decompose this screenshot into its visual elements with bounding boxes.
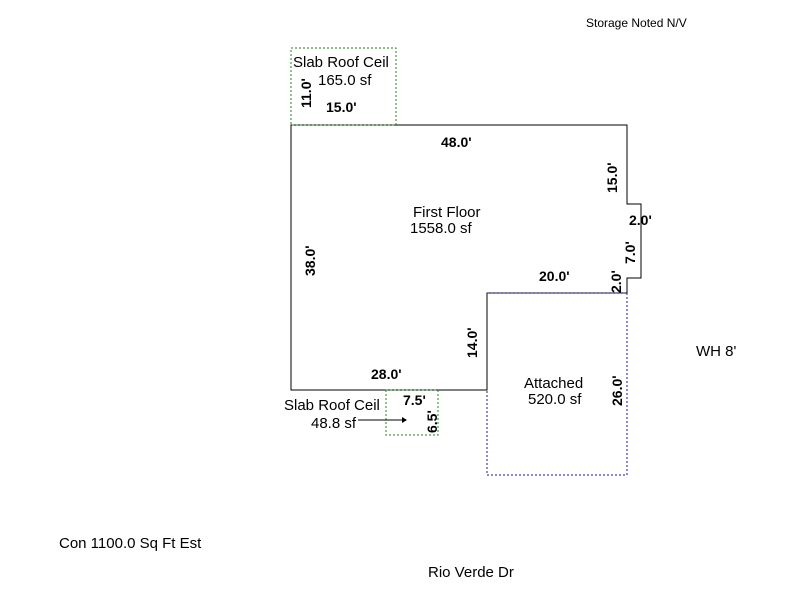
first-floor-dim-inner: 14.0' bbox=[464, 327, 480, 358]
concrete-note: Con 1100.0 Sq Ft Est bbox=[59, 535, 202, 552]
first-floor-dim-right-upper: 15.0' bbox=[604, 162, 620, 193]
first-floor-dim-notch-drop: 2.0' bbox=[608, 270, 624, 293]
storage-note: Storage Noted N/V bbox=[586, 16, 687, 30]
attached-area: 520.0 sf bbox=[528, 391, 582, 408]
slab-roof-top-label: Slab Roof Ceil bbox=[293, 54, 389, 71]
slab-roof-bottom-area: 48.8 sf bbox=[311, 415, 357, 432]
wh-note: WH 8' bbox=[696, 343, 737, 360]
attached-label: Attached bbox=[524, 375, 583, 392]
pointer-arrowhead bbox=[402, 417, 407, 423]
slab-roof-bottom-label: Slab Roof Ceil bbox=[284, 397, 380, 414]
street-label: Rio Verde Dr bbox=[428, 564, 514, 581]
slab-roof-top-outline bbox=[290, 47, 397, 126]
first-floor-dim-step: 20.0' bbox=[539, 268, 570, 284]
first-floor-area: 1558.0 sf bbox=[410, 220, 473, 237]
first-floor-dim-notch-height: 7.0' bbox=[622, 241, 638, 264]
slab-roof-top-area: 165.0 sf bbox=[318, 72, 372, 89]
first-floor-dim-left: 38.0' bbox=[302, 245, 318, 276]
slab-roof-bottom-outline bbox=[385, 389, 439, 436]
attached-outline bbox=[486, 292, 628, 476]
first-floor-outline bbox=[290, 124, 642, 391]
attached-dim-height: 26.0' bbox=[609, 375, 625, 406]
first-floor-dim-top: 48.0' bbox=[441, 134, 472, 150]
slab-roof-bottom-dim-width: 7.5' bbox=[403, 392, 426, 408]
slab-roof-top-dim-height: 11.0' bbox=[298, 78, 314, 108]
first-floor-dim-notch-width: 2.0' bbox=[629, 212, 652, 228]
first-floor-label: First Floor bbox=[413, 204, 481, 221]
first-floor-dim-bottom: 28.0' bbox=[371, 366, 402, 382]
slab-roof-bottom-dim-height: 6.5' bbox=[424, 410, 440, 433]
slab-roof-top-dim-width: 15.0' bbox=[326, 99, 357, 115]
